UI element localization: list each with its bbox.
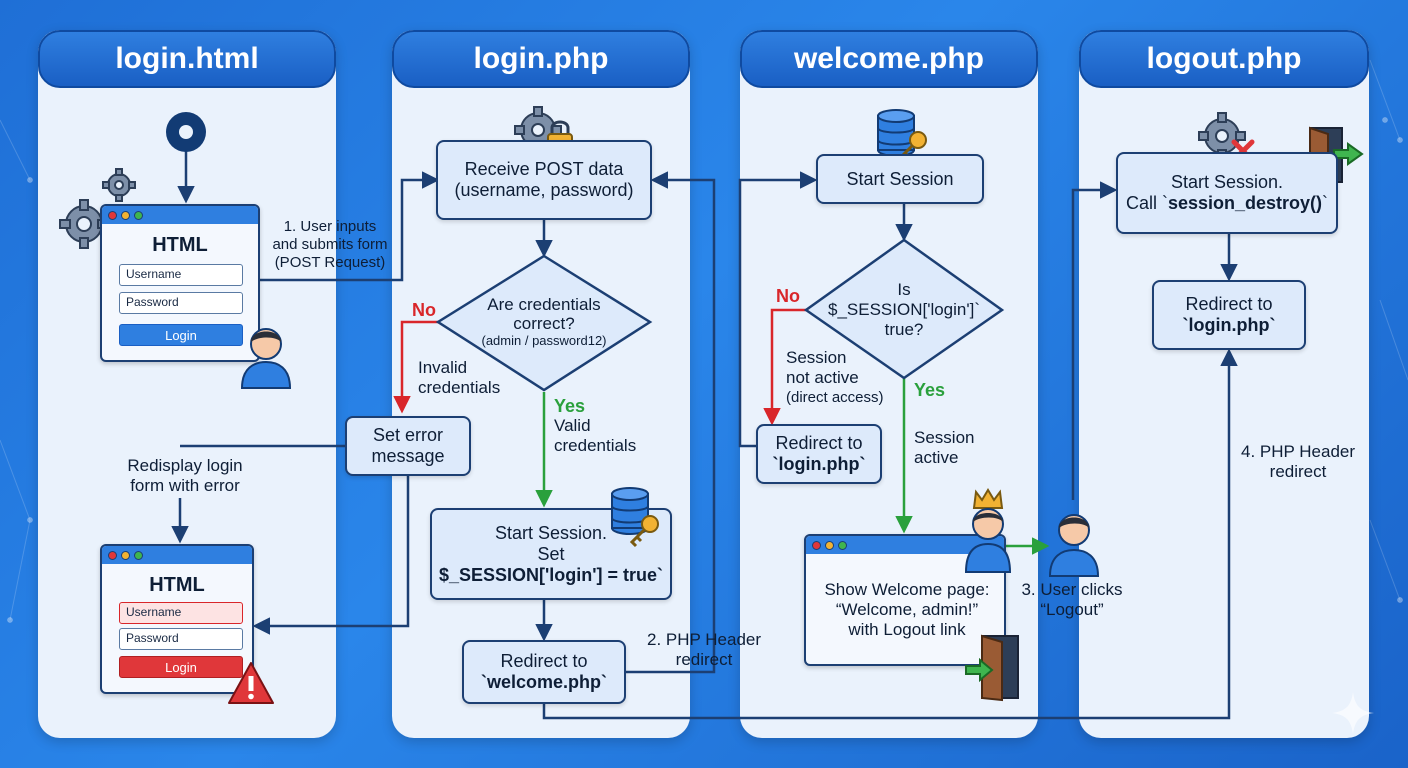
yes-label-session: Yes [914, 380, 946, 400]
redirect-login-logout-node: Redirect to `login.php` [1152, 280, 1306, 350]
receive-post-node: Receive POST data (username, password) [436, 140, 652, 220]
lane-title-logout-php: logout.php [1079, 30, 1369, 88]
crowned-user-icon [964, 488, 1012, 573]
lane-title-login-html: login.html [38, 30, 336, 88]
password-field[interactable]: Password [119, 628, 243, 650]
username-field-error[interactable]: Username [119, 602, 243, 624]
invalid-credentials-label: Invalid credentials [418, 358, 501, 397]
set-error-node: Set error message [345, 416, 471, 476]
error-form-window: HTML Username Password Login [100, 544, 254, 694]
yes-label-credentials: Yes [554, 396, 586, 416]
database-key-icon [877, 109, 927, 164]
password-field[interactable]: Password [119, 292, 243, 314]
gear-small-icon [102, 168, 136, 202]
php-redirect-4-label: 4. PHP Header redirect [1240, 442, 1356, 481]
start-circle-icon [166, 112, 206, 152]
login-button[interactable]: Login [119, 324, 243, 346]
database-key-icon [611, 487, 659, 548]
warning-icon [228, 662, 274, 704]
lane-title-login-php: login.php [392, 30, 690, 88]
user-avatar-icon [1048, 514, 1100, 577]
session-active-label: Session active [914, 428, 975, 467]
redirect-welcome-node: Redirect to `welcome.php` [462, 640, 626, 704]
submit-label: 1. User inputs and submits form (POST Re… [272, 218, 388, 271]
no-label-session: No [776, 286, 800, 306]
session-not-active-label: Session not active (direct access) [786, 348, 884, 406]
valid-credentials-label: Valid credentials [554, 416, 637, 455]
welcome-page-text: Show Welcome page: “Welcome, admin!” wit… [824, 580, 990, 639]
credentials-decision: Are credentials correct? (admin / passwo… [481, 295, 607, 348]
username-field[interactable]: Username [119, 264, 243, 286]
window-titlebar [102, 546, 252, 564]
html-title: HTML [149, 574, 205, 596]
start-session-logout-node: Start Session. Call `session_destroy()` [1116, 152, 1338, 234]
redirect-login-welcome-node: Redirect to `login.php` [756, 424, 882, 484]
window-titlebar [806, 536, 1004, 554]
gear-icon [59, 199, 109, 249]
php-redirect-2-label: 2. PHP Header redirect [646, 630, 762, 669]
lane-title-welcome-php: welcome.php [740, 30, 1038, 88]
sparkle-icon [1332, 692, 1374, 734]
no-label-credentials: No [412, 300, 436, 320]
session-decision: Is $_SESSION['login']` true? [827, 280, 980, 339]
logout-click-label: 3. User clicks “Logout” [1021, 580, 1123, 619]
start-session-set-node: Start Session. Set $_SESSION['login'] = … [430, 508, 672, 600]
gear-x-icon [1198, 112, 1255, 163]
window-titlebar [102, 206, 258, 224]
redisplay-label: Redisplay login form with error [127, 456, 243, 495]
start-session-welcome-node: Start Session [816, 154, 984, 204]
login-button-error[interactable]: Login [119, 656, 243, 678]
welcome-page-window: Show Welcome page: “Welcome, admin!” wit… [804, 534, 1006, 666]
html-title: HTML [152, 234, 208, 256]
user-avatar-icon [240, 328, 292, 389]
exit-door-icon [965, 634, 1019, 702]
login-form-window: HTML Username Password Login [100, 204, 260, 362]
